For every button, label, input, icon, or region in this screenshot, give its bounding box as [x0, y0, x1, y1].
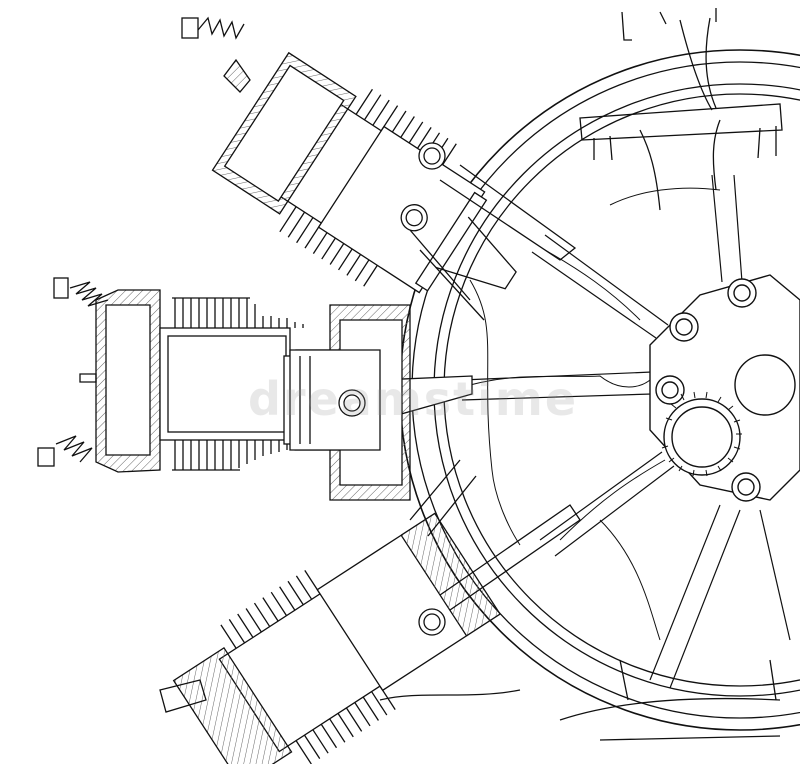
spoke-up — [711, 174, 743, 283]
hub-bolt-3 — [655, 375, 685, 405]
hub-bolt-2-inner — [675, 318, 693, 336]
web-5 — [599, 519, 661, 641]
web-6 — [609, 187, 721, 206]
cylinder-left-spring-bottom — [55, 435, 93, 463]
web-4 — [469, 279, 521, 546]
spoke-lower-left — [539, 451, 675, 557]
hub-bolt-1 — [727, 278, 757, 308]
cylinder-left-fins-top — [172, 297, 304, 328]
crank-gear-inner — [671, 406, 733, 468]
connecting-rods — [409, 164, 581, 611]
hub-bolt-2 — [669, 312, 699, 342]
web-2 — [544, 249, 641, 321]
hub — [649, 274, 800, 502]
spoke-down-right — [759, 509, 791, 641]
cylinder-left-spring-top — [69, 281, 109, 307]
gear-teeth — [661, 391, 742, 477]
cylinder-left-fins-bottom — [172, 440, 296, 471]
spokes — [461, 174, 791, 689]
cylinder-left — [37, 277, 473, 501]
top-frame — [559, 8, 783, 741]
hub-center — [734, 354, 796, 416]
cylinder-upper — [211, 51, 517, 294]
crank-gear — [663, 398, 741, 476]
cylinder-lower — [172, 512, 501, 764]
cylinder-upper-springs — [181, 16, 446, 170]
hub-bolt-4 — [731, 472, 761, 502]
web-1 — [469, 375, 651, 388]
web-3 — [559, 459, 666, 541]
spoke-upper-left — [531, 234, 669, 339]
cylinder-lower-detail — [159, 608, 521, 713]
hub-bolt-1-inner — [733, 284, 751, 302]
spoke-down — [649, 504, 741, 689]
hub-bolt-3-inner — [661, 381, 679, 399]
hub-bolt-4-inner — [737, 478, 755, 496]
